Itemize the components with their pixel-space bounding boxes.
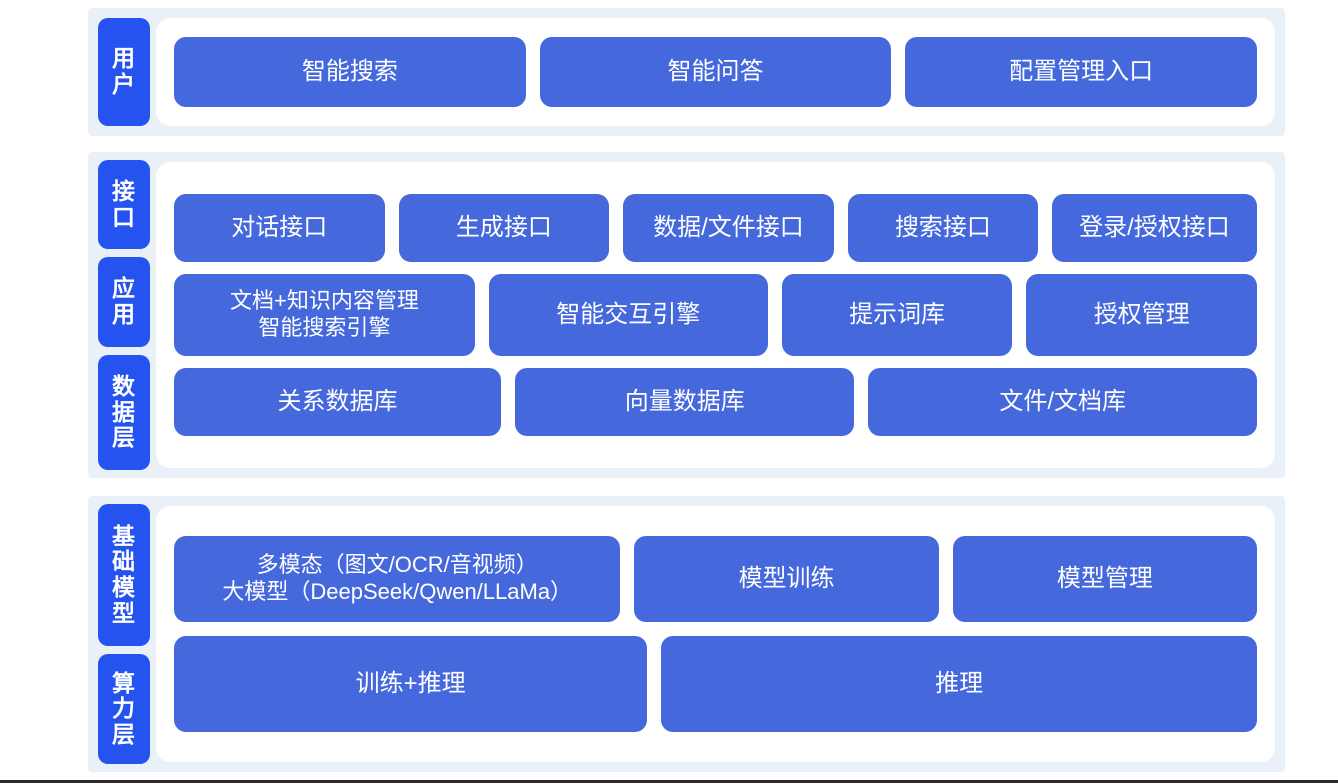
box-vector-database[interactable]: 向量数据库 [515, 368, 855, 436]
box-authorization-management[interactable]: 授权管理 [1026, 274, 1257, 356]
box-model-management[interactable]: 模型管理 [952, 536, 1257, 622]
box-model-training[interactable]: 模型训练 [634, 536, 939, 622]
section-users: 用户 智能搜索 智能问答 配置管理入口 [88, 8, 1285, 136]
box-document-knowledge-management[interactable]: 文档+知识内容管理 智能搜索引擎 [174, 274, 475, 356]
layer-tab-user[interactable]: 用户 [98, 18, 150, 126]
application-row: 文档+知识内容管理 智能搜索引擎 智能交互引擎 提示词库 授权管理 [174, 274, 1257, 356]
section-mid-sidebar: 接口 应用 数据层 [88, 152, 150, 478]
box-inference[interactable]: 推理 [661, 636, 1257, 732]
interface-row: 对话接口 生成接口 数据/文件接口 搜索接口 登录/授权接口 [174, 194, 1257, 262]
box-multimodal-large-model[interactable]: 多模态（图文/OCR/音视频） 大模型（DeepSeek/Qwen/LLaMa） [174, 536, 621, 622]
box-intelligent-search[interactable]: 智能搜索 [174, 37, 526, 107]
box-intelligent-qa[interactable]: 智能问答 [539, 37, 892, 107]
data-row: 关系数据库 向量数据库 文件/文档库 [174, 368, 1257, 436]
box-intelligent-interaction-engine[interactable]: 智能交互引擎 [488, 274, 768, 356]
layer-tab-application[interactable]: 应用 [98, 257, 150, 347]
box-data-file-api[interactable]: 数据/文件接口 [623, 194, 834, 262]
box-generation-api[interactable]: 生成接口 [398, 194, 610, 262]
layer-tab-interface[interactable]: 接口 [98, 160, 150, 250]
box-dialog-api[interactable]: 对话接口 [174, 194, 385, 262]
section-users-body: 智能搜索 智能问答 配置管理入口 [156, 18, 1275, 126]
user-entries-row: 智能搜索 智能问答 配置管理入口 [174, 37, 1258, 107]
layer-tab-data[interactable]: 数据层 [98, 354, 150, 471]
box-login-auth-api[interactable]: 登录/授权接口 [1051, 194, 1257, 262]
box-search-api[interactable]: 搜索接口 [847, 194, 1038, 262]
box-prompt-library[interactable]: 提示词库 [781, 274, 1013, 356]
section-interface-application-data: 接口 应用 数据层 对话接口 生成接口 数据/文件接口 搜索接口 登录/授权接口… [88, 152, 1285, 478]
section-bottom-body: 多模态（图文/OCR/音视频） 大模型（DeepSeek/Qwen/LLaMa）… [156, 506, 1275, 762]
section-users-sidebar: 用户 [88, 8, 150, 136]
box-config-management-entry[interactable]: 配置管理入口 [905, 37, 1258, 107]
bottom-divider [0, 780, 1338, 783]
layer-tab-compute[interactable]: 算力层 [98, 654, 150, 764]
compute-row: 训练+推理 推理 [174, 636, 1257, 732]
section-mid-body: 对话接口 生成接口 数据/文件接口 搜索接口 登录/授权接口 文档+知识内容管理… [156, 162, 1275, 468]
foundation-model-row: 多模态（图文/OCR/音视频） 大模型（DeepSeek/Qwen/LLaMa）… [174, 536, 1257, 622]
section-foundation-model-compute: 基础模型 算力层 多模态（图文/OCR/音视频） 大模型（DeepSeek/Qw… [88, 496, 1285, 772]
box-training-plus-inference[interactable]: 训练+推理 [174, 636, 648, 732]
layer-tab-foundation-model[interactable]: 基础模型 [98, 504, 150, 647]
box-relational-database[interactable]: 关系数据库 [174, 368, 502, 436]
section-bottom-sidebar: 基础模型 算力层 [88, 496, 150, 772]
box-file-document-store[interactable]: 文件/文档库 [868, 368, 1257, 436]
